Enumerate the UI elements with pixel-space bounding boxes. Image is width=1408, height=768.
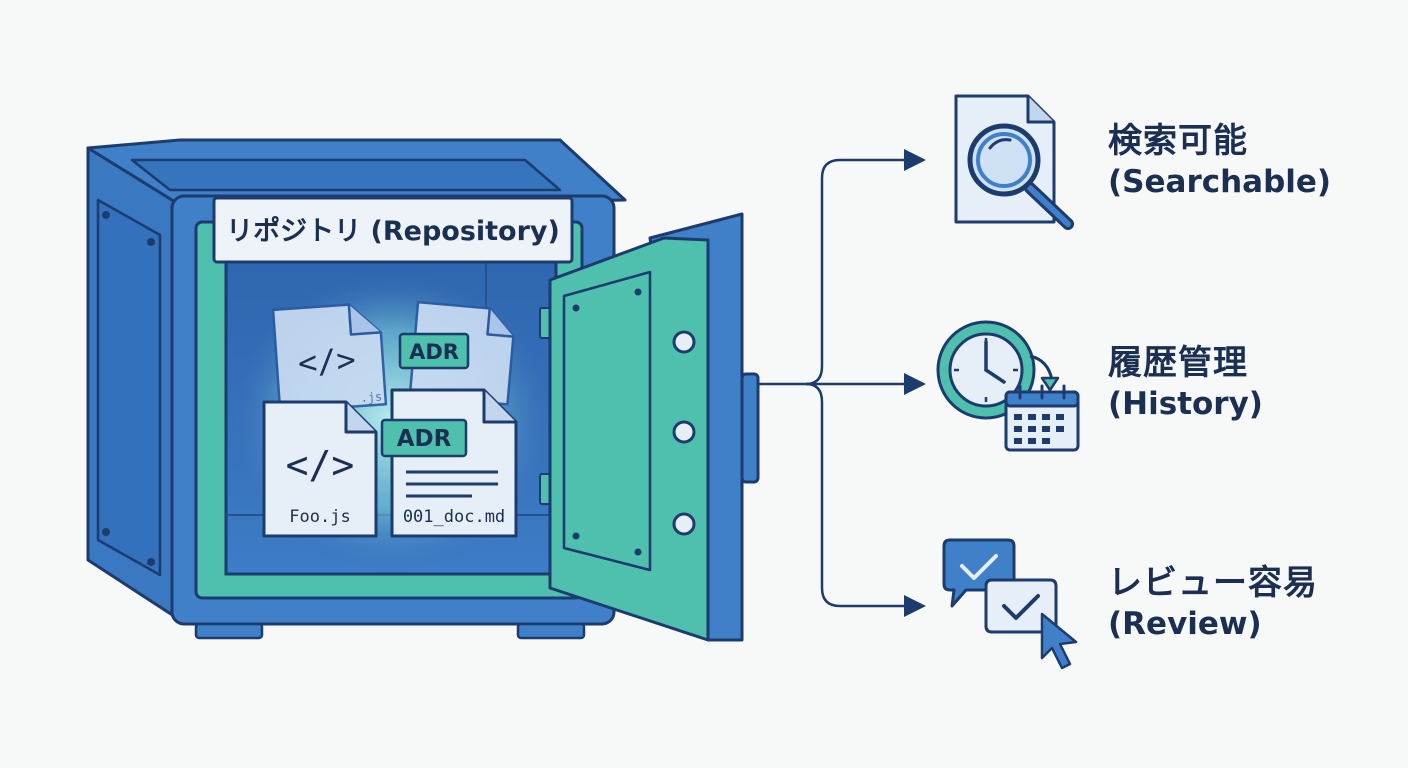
- magnifier-document-icon: [954, 94, 1074, 230]
- door-bolt: [672, 420, 696, 444]
- benefit-review-en: (Review): [1108, 606, 1262, 642]
- door-bolt: [672, 512, 696, 536]
- side-rivet: [102, 211, 110, 219]
- arrowhead: [904, 595, 926, 617]
- chat-check-cursor-icon: [942, 538, 1078, 670]
- code-glyph: </>: [286, 443, 355, 487]
- door-rivet: [634, 288, 642, 296]
- arrowhead: [904, 373, 926, 395]
- repository-label: リポジトリ (Repository): [212, 196, 574, 264]
- benefit-review-ja: レビュー容易: [1108, 563, 1318, 603]
- file-foo-js-name: Foo.js: [289, 507, 350, 527]
- benefit-history-en: (History): [1108, 386, 1263, 422]
- file-001-doc-md: ADR 001_doc.md: [380, 388, 518, 538]
- clock-calendar-icon: [936, 320, 1080, 452]
- door-rivet: [572, 304, 580, 312]
- benefit-searchable: 検索可能 (Searchable): [1108, 120, 1331, 202]
- benefit-history-ja: 履歴管理: [1108, 343, 1248, 383]
- benefit-history: 履歴管理 (History): [1108, 342, 1263, 424]
- front-adr-badge: [380, 418, 468, 458]
- connector-branch-top: [805, 158, 906, 386]
- door-rivet: [572, 532, 580, 540]
- side-rivet: [147, 558, 155, 566]
- front-adr-badge-text: ADR: [397, 426, 452, 452]
- back-adr-badge-text: ADR: [409, 340, 459, 364]
- door-rivet: [634, 548, 642, 556]
- code-glyph: </>: [297, 340, 357, 382]
- connector-arrows: [758, 158, 906, 608]
- benefit-searchable-ja: 検索可能: [1108, 121, 1248, 161]
- door-bolt: [672, 330, 696, 354]
- side-rivet: [147, 238, 155, 246]
- benefit-searchable-en: (Searchable): [1108, 164, 1332, 200]
- safe-foot-right: [516, 622, 586, 640]
- safe-top-inset: [130, 158, 562, 192]
- door-panel: [562, 270, 652, 572]
- safe-door: [539, 212, 760, 642]
- repository-label-text: リポジトリ (Repository): [226, 216, 560, 247]
- arrowhead: [904, 149, 926, 171]
- file-foo-js: </> Foo.js: [262, 400, 378, 538]
- file-back-code: </> .js: [271, 303, 388, 413]
- back-file-ext: .js: [360, 389, 383, 404]
- safe-foot-left: [194, 622, 264, 640]
- safe-side-panel: [96, 198, 162, 577]
- side-rivet: [102, 528, 110, 536]
- door-handle: [740, 372, 760, 484]
- file-001-doc-name: 001_doc.md: [403, 507, 505, 527]
- back-adr-badge: ADR: [398, 332, 470, 370]
- connector-branch-bottom: [805, 382, 906, 608]
- benefit-review: レビュー容易 (Review): [1108, 562, 1318, 644]
